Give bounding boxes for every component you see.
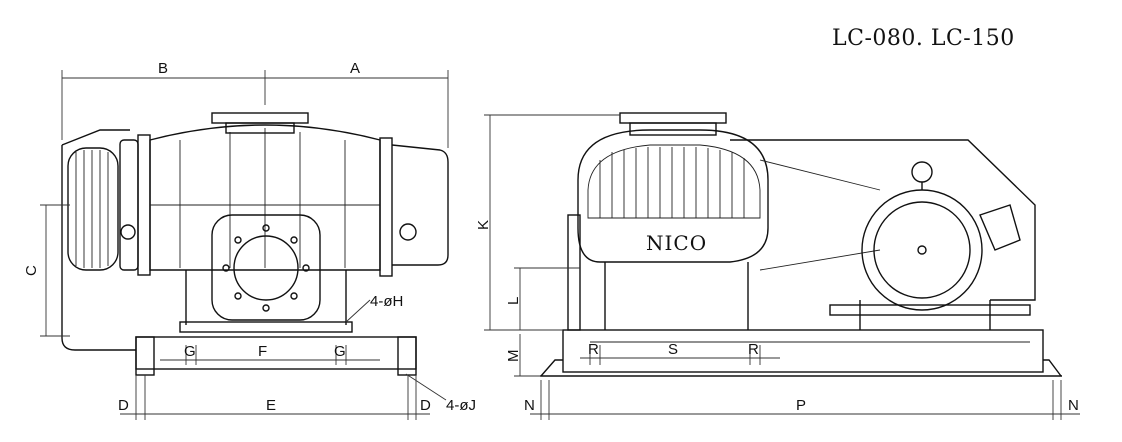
dim-label-b: B (158, 60, 168, 77)
bolt-icon (120, 224, 136, 240)
dim-label-j: 4-øJ (446, 397, 476, 414)
brand-label: NICO (646, 231, 707, 255)
dim-label-n-right: N (1068, 397, 1079, 414)
dim-label-s: S (668, 341, 678, 358)
front-view (61, 112, 449, 376)
dim-label-k: K (475, 220, 492, 230)
belt-guard (730, 139, 1036, 301)
dim-label-r-right: R (748, 341, 759, 358)
pulley (67, 147, 119, 271)
dim-label-g-left: G (184, 343, 196, 360)
dim-label-l: L (505, 297, 522, 305)
front-dimensions (40, 70, 449, 420)
blower-housing (577, 129, 769, 263)
lifting-eye-icon (911, 161, 933, 183)
dim-label-n-left: N (524, 397, 535, 414)
outlet-flange (211, 214, 321, 321)
dim-label-e: E (266, 397, 276, 414)
base-frame (135, 336, 417, 370)
dim-label-g-right: G (334, 343, 346, 360)
side-view (540, 112, 1062, 377)
dim-label-m: M (505, 350, 522, 363)
side-dimensions (484, 114, 1080, 420)
dim-label-f: F (258, 343, 267, 360)
dim-label-d-right: D (420, 397, 431, 414)
dim-label-d-left: D (118, 397, 129, 414)
dim-label-c: C (23, 265, 40, 276)
dim-label-a: A (350, 60, 360, 77)
dim-label-p: P (796, 397, 806, 414)
model-title: LC-080. LC-150 (832, 26, 1015, 51)
dim-label-h: 4-øH (370, 293, 403, 310)
side-base (562, 329, 1044, 373)
dim-label-r-left: R (588, 341, 599, 358)
bolt-icon (399, 223, 417, 241)
